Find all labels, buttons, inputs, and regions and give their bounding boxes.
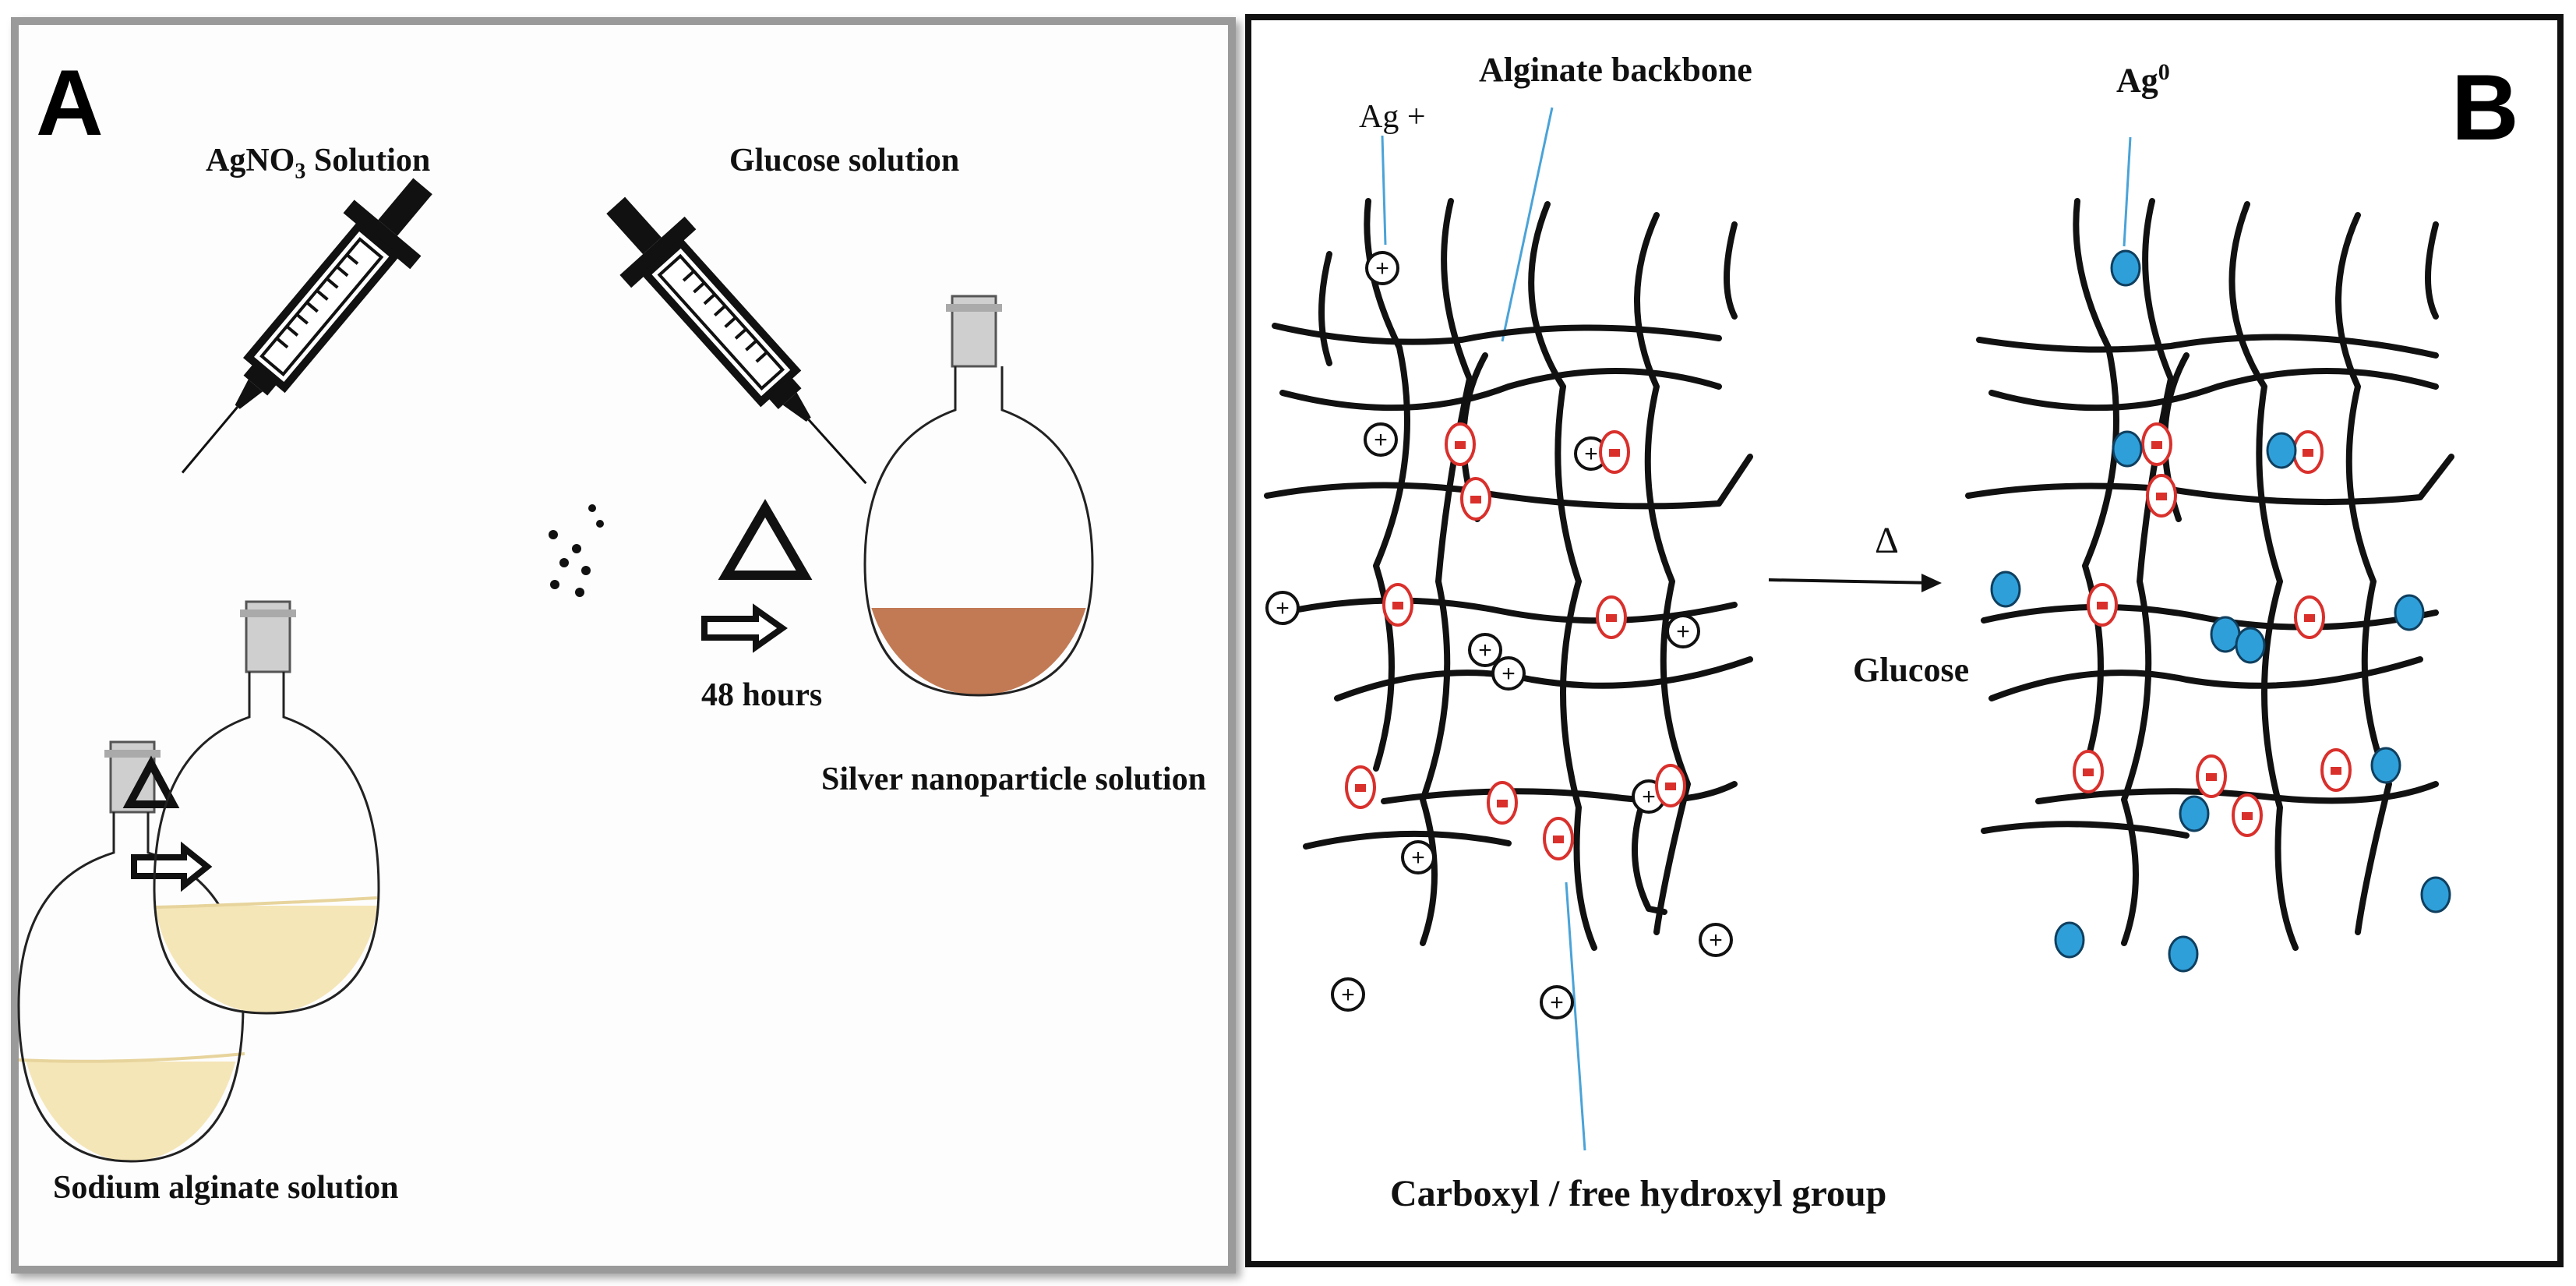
svg-text:+: + bbox=[1341, 982, 1355, 1008]
reaction-arrow-icon bbox=[1768, 574, 1942, 592]
reaction-glucose-label: Glucose bbox=[1853, 651, 1970, 689]
carboxyl-negative-icon bbox=[2073, 750, 2104, 793]
alginate-backbone-label: Alginate backbone bbox=[1479, 51, 1752, 89]
carboxyl-group-label: Carboxyl / free hydroxyl group bbox=[1390, 1173, 1887, 1214]
silver-nanoparticle-solution-label: Silver nanoparticle solution bbox=[821, 761, 1206, 797]
carboxyl-leader-line bbox=[1565, 881, 1586, 1151]
svg-text:+: + bbox=[1550, 990, 1564, 1016]
silver-cation-icon: + bbox=[1491, 656, 1526, 691]
silver-nanoparticle-icon bbox=[2168, 935, 2199, 973]
panel-a-letter: A bbox=[36, 51, 104, 155]
carboxyl-negative-icon bbox=[2146, 474, 2177, 518]
panel-a-illustration bbox=[17, 178, 1094, 1163]
carboxyl-negative-icon bbox=[2292, 430, 2324, 474]
silver-cation-icon: + bbox=[1401, 840, 1435, 874]
carboxyl-negative-icon bbox=[1596, 595, 1627, 639]
silver-nanoparticle-icon bbox=[2394, 594, 2425, 631]
heat-delta-icon-1 bbox=[122, 755, 180, 808]
carboxyl-negative-icon bbox=[2196, 754, 2227, 798]
carboxyl-negative-icon bbox=[2320, 748, 2352, 792]
glucose-solution-label: Glucose solution bbox=[729, 143, 960, 178]
carboxyl-negative-icon bbox=[1487, 781, 1518, 825]
silver-nanoparticle-icon bbox=[1990, 571, 2021, 608]
svg-text:+: + bbox=[1375, 256, 1389, 281]
silver-cation-icon: + bbox=[1699, 923, 1733, 957]
silver-cation-group: + + + + + + + + + + + + bbox=[1265, 251, 1733, 1019]
panel-b-illustration: + + + + + + + + + + + + bbox=[1264, 107, 2454, 1151]
carboxyl-negative-icon bbox=[1345, 765, 1376, 809]
glucose-syringe-icon bbox=[606, 196, 867, 485]
silver-cation-icon: + bbox=[1331, 977, 1365, 1012]
carboxyl-negative-icon bbox=[1460, 477, 1491, 521]
panel-a-synthesis-setup: A AgNO3 Solution Glucose solution 48 hou… bbox=[11, 17, 1236, 1274]
heat-delta-icon-2 bbox=[718, 499, 813, 580]
svg-text:+: + bbox=[1642, 784, 1656, 810]
svg-text:+: + bbox=[1501, 661, 1516, 687]
carboxyl-negative-icon bbox=[1655, 764, 1686, 807]
svg-text:+: + bbox=[1478, 638, 1492, 663]
svg-text:+: + bbox=[1374, 427, 1388, 453]
silver-cation-icon: + bbox=[1540, 985, 1574, 1019]
silver-nanoparticle-icon bbox=[2370, 747, 2401, 784]
silver-cation-icon: + bbox=[1265, 591, 1300, 625]
mixture-flask-icon bbox=[153, 600, 380, 1015]
ag0-label: Ag0 bbox=[2116, 59, 2170, 100]
reaction-arrow-icon-2 bbox=[701, 603, 788, 653]
ag-plus-label: Ag + bbox=[1359, 99, 1426, 135]
silver-nanoparticle-icon bbox=[2266, 432, 2297, 469]
carboxyl-group-cluster-right bbox=[2073, 422, 2352, 837]
carboxyl-negative-icon bbox=[1543, 817, 1574, 860]
carboxyl-group-cluster-left bbox=[1345, 422, 1686, 860]
panel-b-mechanism: B Ag + Alginate backbone Ag0 Δ Glucose C… bbox=[1245, 14, 2564, 1267]
silver-cation-icon: + bbox=[1468, 633, 1502, 667]
silver-nanoparticle-icon bbox=[2235, 627, 2266, 664]
silver-nanoparticle-flask-icon bbox=[863, 295, 1094, 697]
silver-nanoparticle-icon bbox=[2110, 249, 2141, 287]
carboxyl-negative-icon bbox=[2232, 793, 2263, 837]
reaction-delta-label: Δ bbox=[1875, 520, 1899, 561]
svg-text:+: + bbox=[1676, 619, 1690, 645]
carboxyl-negative-icon bbox=[1445, 422, 1476, 466]
silver-cation-icon: + bbox=[1666, 614, 1700, 648]
reaction-arrow-icon-1 bbox=[131, 841, 213, 892]
svg-text:+: + bbox=[1709, 927, 1723, 953]
carboxyl-negative-icon bbox=[1599, 430, 1630, 474]
silver-nanoparticle-icon bbox=[2054, 921, 2085, 959]
silver-cation-icon: + bbox=[1364, 422, 1398, 457]
silver-nanoparticle-group bbox=[1990, 249, 2451, 973]
svg-text:+: + bbox=[1411, 845, 1425, 871]
silver-nanoparticle-icon bbox=[2112, 430, 2143, 468]
panel-b-letter: B bbox=[2451, 55, 2519, 160]
droplets-icon bbox=[549, 504, 604, 597]
agno3-syringe-icon bbox=[181, 178, 432, 474]
ag-plus-leader-line bbox=[1381, 135, 1387, 246]
ag0-leader-line bbox=[2123, 136, 2132, 247]
svg-text:+: + bbox=[1584, 441, 1598, 467]
agno3-solution-label: AgNO3 Solution bbox=[206, 143, 431, 184]
alginate-network-right bbox=[1965, 198, 2454, 951]
silver-cation-icon: + bbox=[1365, 251, 1399, 285]
backbone-leader-line bbox=[1501, 107, 1554, 342]
silver-nanoparticle-icon bbox=[2420, 876, 2451, 913]
silver-nanoparticle-icon bbox=[2179, 795, 2210, 832]
svg-text:+: + bbox=[1276, 595, 1290, 621]
carboxyl-negative-icon bbox=[2141, 422, 2172, 466]
duration-label: 48 hours bbox=[701, 677, 823, 713]
carboxyl-negative-icon bbox=[1382, 583, 1413, 627]
sodium-alginate-solution-label: Sodium alginate solution bbox=[53, 1170, 399, 1206]
carboxyl-negative-icon bbox=[2087, 583, 2118, 627]
carboxyl-negative-icon bbox=[2294, 595, 2325, 639]
